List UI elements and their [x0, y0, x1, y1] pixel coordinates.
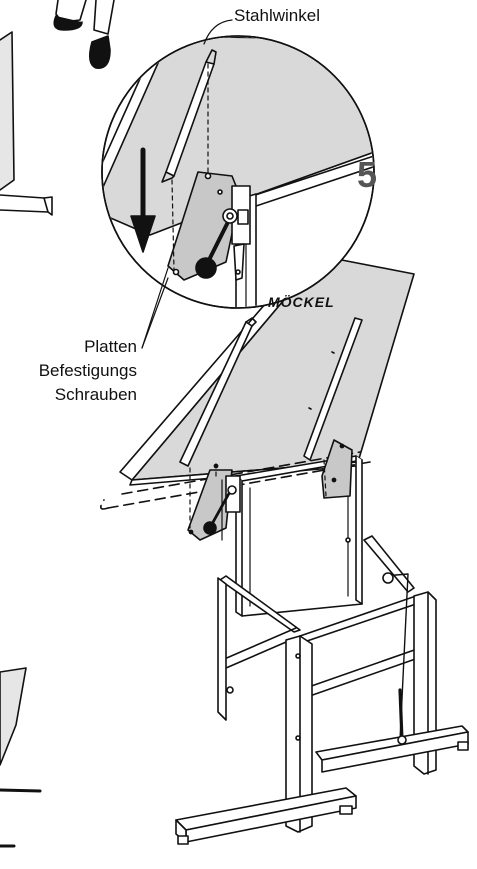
alignment-lines-main [189, 459, 327, 533]
step-number: 5 [357, 154, 378, 195]
drawing-board [119, 251, 415, 486]
lower-clamp-bracket [187, 463, 241, 541]
label-mounting-screws-line-2: Befestigungs [38, 361, 137, 380]
label-mounting-screws-line-1: Platten [84, 337, 137, 356]
detail-magnifier [101, 35, 375, 309]
label-mounting-screws: Platten Befestigungs Schrauben [39, 335, 137, 407]
down-arrow-icon [130, 147, 156, 253]
leader-line-screws [141, 267, 169, 349]
label-mounting-screws-line-3: Schrauben [54, 385, 137, 404]
left-board-fragment-top [0, 31, 53, 216]
stand-frame [175, 455, 469, 845]
label-stahlwinkel: Stahlwinkel [234, 6, 320, 25]
person-legs [53, 0, 115, 69]
leader-line-stahlwinkel [203, 19, 233, 45]
left-board-fragment-bottom [0, 667, 42, 848]
brand-logo-text: MÖCKEL [268, 294, 335, 310]
gas-spring [382, 572, 409, 745]
